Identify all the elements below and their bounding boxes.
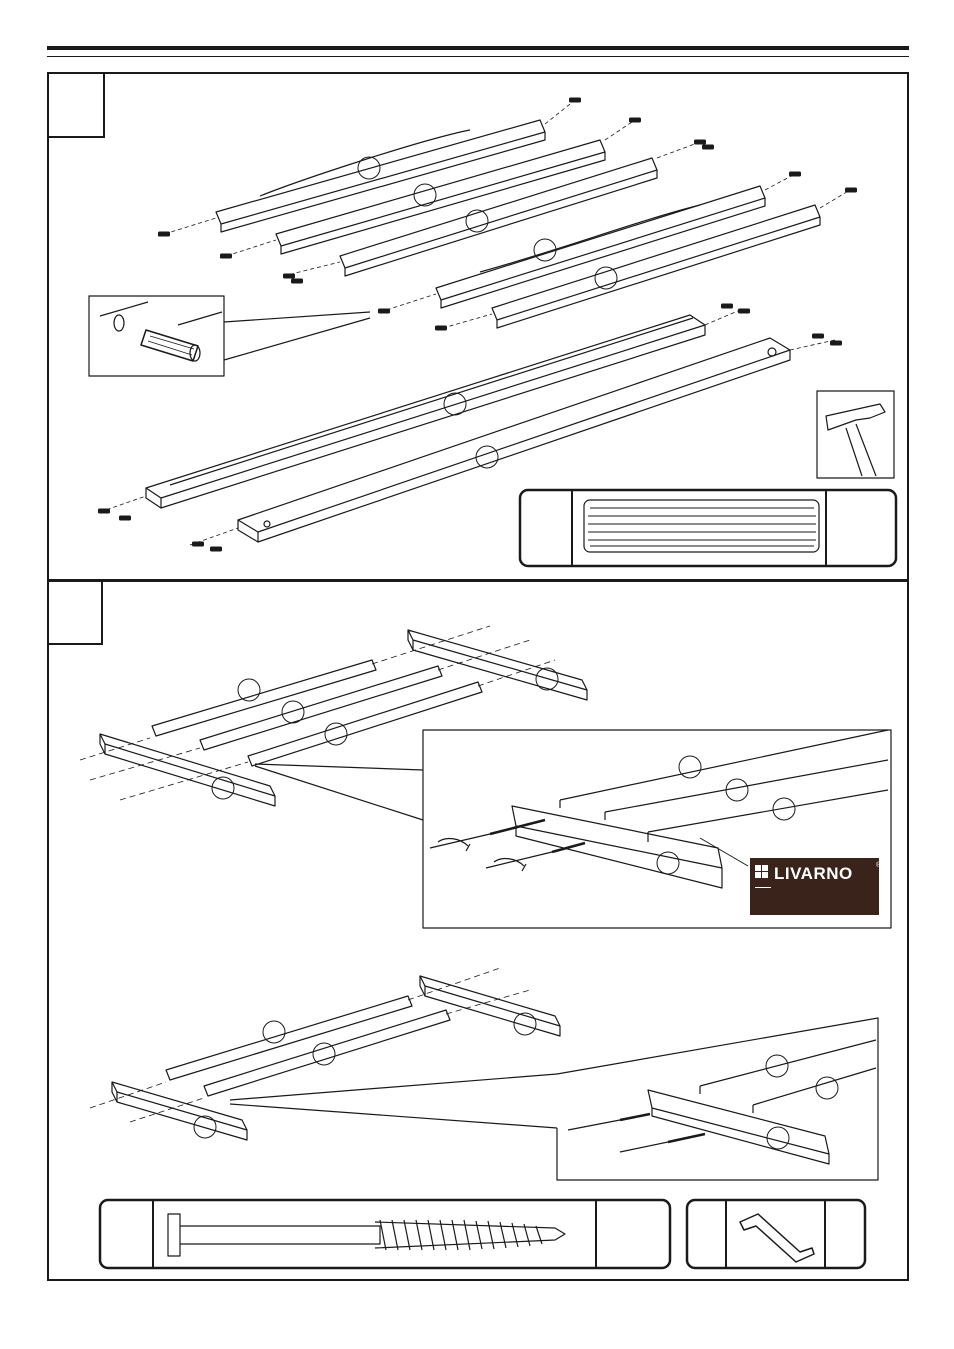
dowel-icon [140, 329, 201, 362]
brand-mark-icon [755, 865, 768, 878]
dowel-detail-callout [88, 295, 371, 377]
hammer-icon [816, 390, 895, 479]
step-2-number-box [47, 579, 103, 645]
end-rail-front-2 [111, 1081, 248, 1141]
brand-name: LIVARNO [774, 864, 853, 883]
brand-logo: LIVARNO ® [750, 858, 882, 915]
slat-1 [215, 119, 546, 233]
end-rail-back-2 [419, 975, 561, 1037]
end-rail-front [99, 733, 276, 807]
rotate-arrow-icon [437, 837, 471, 852]
hex-key-icon [739, 1213, 815, 1263]
callout-1-detail [429, 729, 889, 889]
step-1-panel [47, 72, 909, 582]
header-rule [47, 46, 909, 50]
step-2-panel [47, 579, 909, 1281]
side-rail-2 [237, 337, 791, 543]
screw-icon [167, 1213, 566, 1257]
end-rail-back [407, 629, 588, 701]
screw-actual-size-box [98, 1198, 672, 1270]
hex-key-box [685, 1198, 867, 1270]
dowel-icon [98, 97, 857, 552]
slat-3 [339, 157, 658, 277]
side-rail-1 [145, 314, 706, 509]
header-rule [47, 56, 909, 57]
screw-icon [429, 818, 586, 869]
slat-2 [275, 139, 606, 255]
dowel-actual-size-box [518, 488, 898, 568]
step-1-number-box [47, 72, 105, 138]
registered-mark: ® [876, 862, 882, 869]
callout-2-detail [567, 1039, 877, 1165]
rotate-arrow-icon [493, 857, 527, 872]
logo-underline [755, 887, 771, 888]
slat-4 [435, 185, 766, 309]
slat-5 [491, 204, 821, 329]
